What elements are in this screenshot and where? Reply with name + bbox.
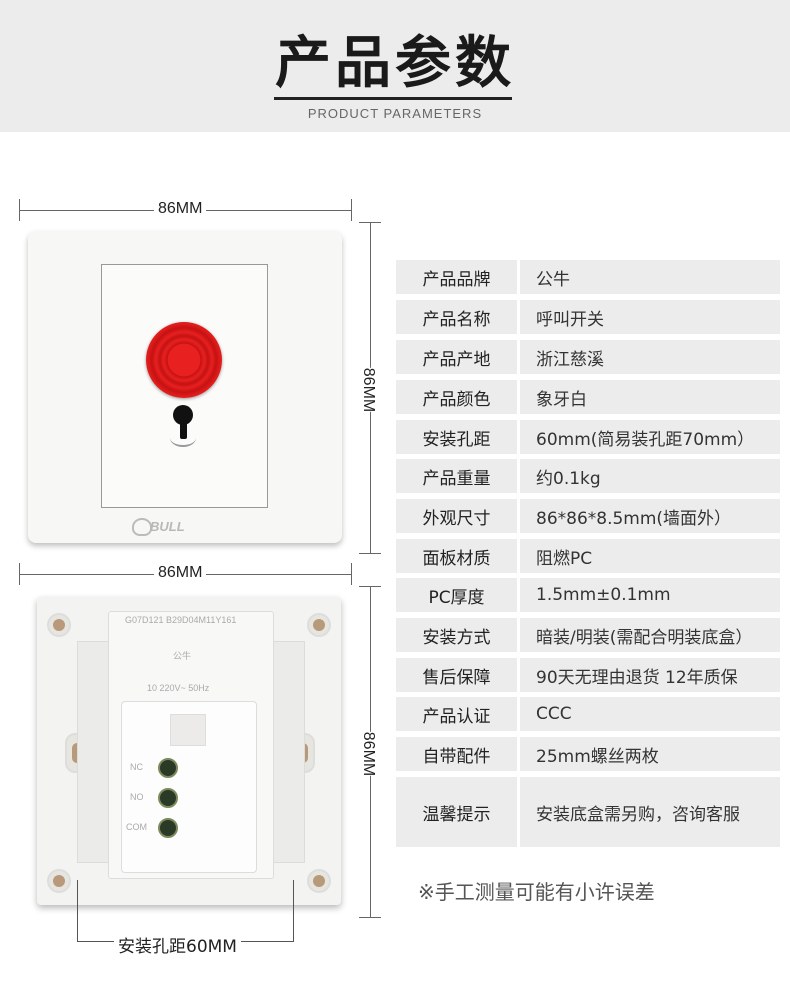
- spec-value: 象牙白: [520, 380, 780, 414]
- back-brand: 公牛: [173, 651, 192, 661]
- spec-label: 产品重量: [396, 459, 517, 493]
- back-height-label: 86MM: [355, 731, 382, 777]
- hole-bracket-right: [293, 880, 294, 942]
- terminal-label: NC: [130, 762, 143, 772]
- terminal-module: NC NO COM: [121, 701, 257, 873]
- terminal-label: COM: [126, 822, 147, 832]
- spec-value: CCC: [520, 697, 780, 731]
- spec-label: 自带配件: [396, 737, 517, 771]
- spec-value: 公牛: [520, 260, 780, 294]
- bull-logo-icon: [132, 518, 152, 536]
- red-call-button: [146, 322, 222, 398]
- spec-value: 阻燃PC: [520, 539, 780, 573]
- spec-value: 60mm(简易装孔距70mm）: [520, 420, 780, 454]
- title-underline: [274, 97, 512, 100]
- spec-label: 产品名称: [396, 300, 517, 334]
- terminal-label: NO: [130, 792, 144, 802]
- spec-row: 产品颜色 象牙白: [396, 380, 780, 414]
- back-codes: G07D121 B29D04M11Y161: [125, 615, 237, 625]
- spec-row: 外观尺寸 86*86*8.5mm(墙面外）: [396, 499, 780, 533]
- spec-label: 面板材质: [396, 539, 517, 573]
- keyhole-slot: [180, 417, 187, 439]
- screw-hole-icon: [307, 869, 331, 893]
- spec-row: 产品名称 呼叫开关: [396, 300, 780, 334]
- spec-row: 面板材质 阻燃PC: [396, 539, 780, 573]
- page-subtitle: PRODUCT PARAMETERS: [307, 106, 483, 121]
- header-band: 产品参数 PRODUCT PARAMETERS: [0, 0, 790, 132]
- spec-value: 86*86*8.5mm(墙面外）: [520, 499, 780, 533]
- spec-value: 90天无理由退货 12年质保: [520, 658, 780, 692]
- terminal-screw-icon: [158, 758, 178, 778]
- spec-label: 安装方式: [396, 618, 517, 652]
- screw-hole-icon: [47, 869, 71, 893]
- spec-value: 浙江慈溪: [520, 340, 780, 374]
- module-window: [170, 714, 206, 746]
- spec-label: 售后保障: [396, 658, 517, 692]
- spec-row: 产品产地 浙江慈溪: [396, 340, 780, 374]
- spec-label: 产品认证: [396, 697, 517, 731]
- spec-label: PC厚度: [396, 578, 517, 612]
- switch-front-panel: BULL: [28, 231, 342, 543]
- key-arc-mark: [170, 429, 196, 447]
- spec-row: 产品品牌 公牛: [396, 260, 780, 294]
- front-height-label: 86MM: [355, 367, 382, 413]
- spec-value: 暗装/明装(需配合明装底盒）: [520, 618, 780, 652]
- spec-row: 温馨提示 安装底盒需另购，咨询客服: [396, 777, 780, 847]
- spec-row: 产品认证 CCC: [396, 697, 780, 731]
- measurement-note: ※手工测量可能有小许误差: [418, 880, 655, 904]
- screw-hole-icon: [307, 613, 331, 637]
- spec-row: 安装方式 暗装/明装(需配合明装底盒）: [396, 618, 780, 652]
- keyhole-icon: [173, 405, 193, 425]
- hole-spacing-label: 安装孔距60MM: [114, 932, 241, 957]
- back-rail-left: [77, 641, 109, 863]
- spec-label: 外观尺寸: [396, 499, 517, 533]
- switch-back-panel: G07D121 B29D04M11Y161 公牛 10 220V~ 50Hz N…: [37, 597, 341, 905]
- spec-row: 自带配件 25mm螺丝两枚: [396, 737, 780, 771]
- spec-label: 产品产地: [396, 340, 517, 374]
- spec-value: 安装底盒需另购，咨询客服: [520, 777, 780, 847]
- spec-value: 25mm螺丝两枚: [520, 737, 780, 771]
- front-inner-frame: [101, 264, 268, 508]
- spec-row: 产品重量 约0.1kg: [396, 459, 780, 493]
- spec-value: 约0.1kg: [520, 459, 780, 493]
- spec-value: 呼叫开关: [520, 300, 780, 334]
- back-rating: 10 220V~ 50Hz: [147, 683, 210, 693]
- brand-logo: BULL: [150, 519, 185, 534]
- spec-row: 售后保障 90天无理由退货 12年质保: [396, 658, 780, 692]
- screw-hole-icon: [47, 613, 71, 637]
- spec-label: 产品颜色: [396, 380, 517, 414]
- front-width-label: 86MM: [154, 200, 207, 218]
- spec-label: 温馨提示: [396, 777, 517, 847]
- spec-row: PC厚度 1.5mm±0.1mm: [396, 578, 780, 612]
- terminal-screw-icon: [158, 818, 178, 838]
- hole-bracket-left: [77, 880, 78, 942]
- spec-row: 安装孔距 60mm(简易装孔距70mm）: [396, 420, 780, 454]
- spec-label: 产品品牌: [396, 260, 517, 294]
- spec-label: 安装孔距: [396, 420, 517, 454]
- back-width-label: 86MM: [154, 564, 207, 582]
- terminal-screw-icon: [158, 788, 178, 808]
- spec-value: 1.5mm±0.1mm: [520, 578, 780, 612]
- back-rail-right: [273, 641, 305, 863]
- page-title: 产品参数: [275, 31, 515, 96]
